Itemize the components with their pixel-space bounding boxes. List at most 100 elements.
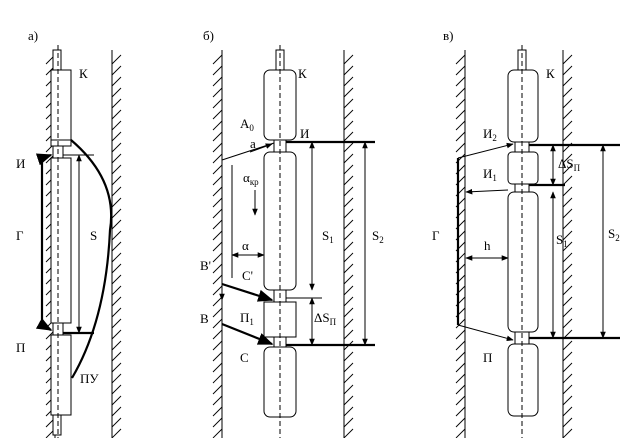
wall-hatch-mark bbox=[455, 76, 466, 87]
panel-a-pu-label: ПУ bbox=[80, 371, 99, 386]
wall-hatch-mark bbox=[343, 406, 354, 417]
wall-hatch-mark bbox=[212, 406, 223, 417]
wall-hatch-mark bbox=[212, 164, 223, 175]
wall-hatch-mark bbox=[562, 274, 573, 285]
wall-hatch-mark bbox=[111, 197, 122, 208]
wall-hatch-mark bbox=[562, 417, 573, 428]
panel-b-tool bbox=[263, 45, 297, 438]
wall-hatch-mark bbox=[212, 252, 223, 263]
wall-hatch-mark bbox=[212, 142, 223, 153]
panel-b-b-prime-label: В' bbox=[200, 258, 211, 273]
wall-hatch-mark bbox=[111, 406, 122, 417]
wall-hatch-mark bbox=[343, 373, 354, 384]
panel-a: а) К И Г bbox=[16, 28, 122, 439]
wall-hatch-mark bbox=[343, 131, 354, 142]
wall-hatch-mark bbox=[212, 263, 223, 274]
wall-hatch-mark bbox=[455, 351, 466, 362]
wall-hatch-mark bbox=[455, 373, 466, 384]
wall-hatch-mark bbox=[562, 362, 573, 373]
wall-hatch-mark bbox=[343, 109, 354, 120]
wall-hatch-mark bbox=[343, 395, 354, 406]
wall-hatch-mark bbox=[111, 252, 122, 263]
wall-hatch-mark bbox=[212, 131, 223, 142]
wall-hatch-mark bbox=[212, 175, 223, 186]
panel-b-right-wall bbox=[343, 50, 354, 439]
panel-b-a0-label: А0 bbox=[240, 116, 254, 133]
panel-b: б) bbox=[200, 28, 384, 439]
panel-v-g-label: Г bbox=[432, 228, 440, 243]
panel-b-label: б) bbox=[203, 28, 214, 43]
wall-hatch-mark bbox=[343, 87, 354, 98]
wall-hatch-mark bbox=[212, 296, 223, 307]
wall-hatch-mark bbox=[111, 263, 122, 274]
wall-hatch-mark bbox=[111, 274, 122, 285]
wall-hatch-mark bbox=[343, 307, 354, 318]
wall-hatch-mark bbox=[111, 384, 122, 395]
wall-hatch-mark bbox=[111, 230, 122, 241]
wall-hatch-mark bbox=[562, 87, 573, 98]
wall-hatch-mark bbox=[111, 98, 122, 109]
wall-hatch-mark bbox=[111, 208, 122, 219]
wall-hatch-mark bbox=[111, 307, 122, 318]
wall-hatch-mark bbox=[562, 307, 573, 318]
panel-a-k-label: К bbox=[79, 66, 88, 81]
panel-a-wave-path bbox=[70, 139, 113, 379]
wall-hatch-mark bbox=[212, 98, 223, 109]
wall-hatch-mark bbox=[212, 384, 223, 395]
panel-v-tool bbox=[507, 45, 539, 438]
wall-hatch-mark bbox=[562, 186, 573, 197]
wall-hatch-mark bbox=[562, 164, 573, 175]
panel-v-s1-label: S1 bbox=[556, 232, 568, 249]
wall-hatch-mark bbox=[212, 373, 223, 384]
panel-v-i2-label: И2 bbox=[483, 126, 497, 143]
panel-a-right-wall bbox=[111, 50, 122, 439]
panel-b-c-prime-label: С' bbox=[242, 268, 253, 283]
wall-hatch-mark bbox=[343, 285, 354, 296]
wall-hatch-mark bbox=[111, 131, 122, 142]
wall-hatch-mark bbox=[455, 120, 466, 131]
panel-b-k-label: К bbox=[298, 66, 307, 81]
wall-hatch-mark bbox=[562, 252, 573, 263]
wall-hatch-mark bbox=[111, 318, 122, 329]
wall-hatch-mark bbox=[562, 54, 573, 65]
wall-hatch-mark bbox=[562, 197, 573, 208]
wall-hatch-mark bbox=[212, 351, 223, 362]
wall-hatch-mark bbox=[212, 208, 223, 219]
wall-hatch-mark bbox=[343, 120, 354, 131]
wall-hatch-mark bbox=[212, 241, 223, 252]
wall-hatch-mark bbox=[343, 428, 354, 439]
panel-b-alpha-label: α bbox=[242, 238, 249, 253]
panel-a-i-label: И bbox=[16, 156, 25, 171]
wall-hatch-mark bbox=[455, 384, 466, 395]
panel-v-label: в) bbox=[443, 28, 453, 43]
wall-hatch-mark bbox=[212, 54, 223, 65]
wall-hatch-mark bbox=[455, 98, 466, 109]
wall-hatch-mark bbox=[212, 340, 223, 351]
panel-v-k-label: К bbox=[546, 66, 555, 81]
wall-hatch-mark bbox=[343, 175, 354, 186]
wall-hatch-mark bbox=[562, 241, 573, 252]
wall-hatch-mark bbox=[212, 87, 223, 98]
wall-hatch-mark bbox=[562, 285, 573, 296]
wall-hatch-mark bbox=[111, 65, 122, 76]
wall-hatch-mark bbox=[562, 373, 573, 384]
wall-hatch-mark bbox=[562, 109, 573, 120]
wall-hatch-mark bbox=[455, 87, 466, 98]
wall-hatch-mark bbox=[212, 65, 223, 76]
wall-hatch-mark bbox=[455, 142, 466, 153]
wall-hatch-mark bbox=[111, 142, 122, 153]
wall-hatch-mark bbox=[212, 395, 223, 406]
wall-hatch-mark bbox=[212, 186, 223, 197]
wall-hatch-mark bbox=[111, 186, 122, 197]
wall-hatch-mark bbox=[343, 241, 354, 252]
wall-hatch-mark bbox=[111, 362, 122, 373]
wall-hatch-mark bbox=[343, 417, 354, 428]
wall-hatch-mark bbox=[111, 395, 122, 406]
wall-hatch-mark bbox=[455, 417, 466, 428]
wall-hatch-mark bbox=[455, 362, 466, 373]
wall-hatch-mark bbox=[562, 406, 573, 417]
wall-hatch-mark bbox=[111, 329, 122, 340]
wall-hatch-mark bbox=[343, 318, 354, 329]
wall-hatch-mark bbox=[343, 274, 354, 285]
wall-hatch-mark bbox=[562, 351, 573, 362]
